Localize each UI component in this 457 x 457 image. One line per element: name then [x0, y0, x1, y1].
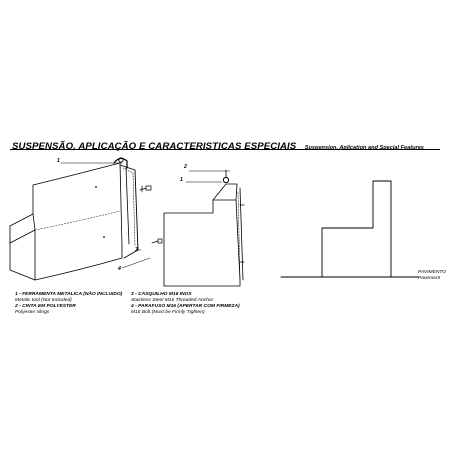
title-row: SUSPENSÃO, APLICAÇÃO E CARACTERISTICAS E… — [12, 136, 452, 152]
callout-view1-4: 4 — [117, 266, 121, 272]
section-top — [212, 183, 238, 201]
callout-view1-3: 3 — [135, 247, 138, 253]
pavement-label-en: Pavement — [418, 275, 441, 281]
title-sub: Suspension, Aplication and Special Featu… — [304, 145, 424, 151]
section-back-face — [239, 187, 244, 281]
bolt-upper — [139, 185, 147, 193]
anchor-upper — [145, 185, 152, 191]
anchor-lower — [157, 238, 163, 244]
callout-view1-1: 1 — [57, 158, 60, 164]
pavement-label-pt: PAVIMENTO — [418, 270, 447, 275]
backrest-top-edge — [32, 162, 121, 215]
legend-item-1-en: Metalic tool (Not Included) — [15, 297, 72, 303]
metal-tool-hook — [113, 157, 128, 169]
legend-item-3-en: Stainless Steel M16 Threaded Anchor — [131, 297, 214, 303]
view2-bolts — [239, 204, 245, 263]
view-2-side-section — [163, 169, 245, 287]
view-3-profile — [280, 180, 419, 278]
seat-left-front — [9, 229, 36, 281]
section-back-dashed — [237, 191, 241, 279]
hook-ring — [118, 157, 124, 163]
pavement-label: PAVIMENTO Pavement — [418, 270, 446, 281]
seat-bottom-curve — [34, 245, 123, 281]
seat-left-top — [9, 213, 36, 244]
callout-view2-1: 1 — [180, 177, 183, 183]
legend-item-1-pt: 1 - FERRAMENTA METALICA (NÃO INCLUIDO) — [15, 292, 123, 297]
callout-view2-2: 2 — [183, 164, 187, 170]
legend-item-4-pt: 4 - PARAFUSO M16 (APERTAR COM FIRMEZA) — [131, 303, 240, 309]
polyester-sling — [125, 167, 130, 245]
bolt-lower — [151, 240, 159, 244]
backrest-right-edge — [119, 162, 123, 247]
legend-item-2-en: Polyester slings — [15, 309, 50, 315]
profile-outline — [321, 180, 392, 278]
legend-item-3-pt: 3 - CASQUILHO M16 INOX — [131, 292, 192, 297]
title-rule — [10, 149, 440, 150]
marker-dot-2 — [103, 236, 105, 238]
section-outline — [163, 199, 241, 287]
leader-4 — [121, 257, 151, 269]
legend-item-4-en: M16 Bolt (Must be Firmly Tighten) — [131, 309, 205, 315]
marker-dot-1 — [95, 186, 97, 188]
seat-crease — [34, 210, 121, 231]
legend-col-right: 3 - CASQUILHO M16 INOX Stainless Steel M… — [131, 292, 316, 316]
view-1-perspective-seat — [9, 157, 163, 281]
legend-item-2-pt: 2 - CINTA EM POLYESTER — [15, 303, 76, 309]
title-main: SUSPENSÃO, APLICAÇÃO E CARACTERISTICAS E… — [12, 141, 297, 152]
legend-col-left: 1 - FERRAMENTA METALICA (NÃO INCLUIDO) M… — [15, 292, 135, 316]
